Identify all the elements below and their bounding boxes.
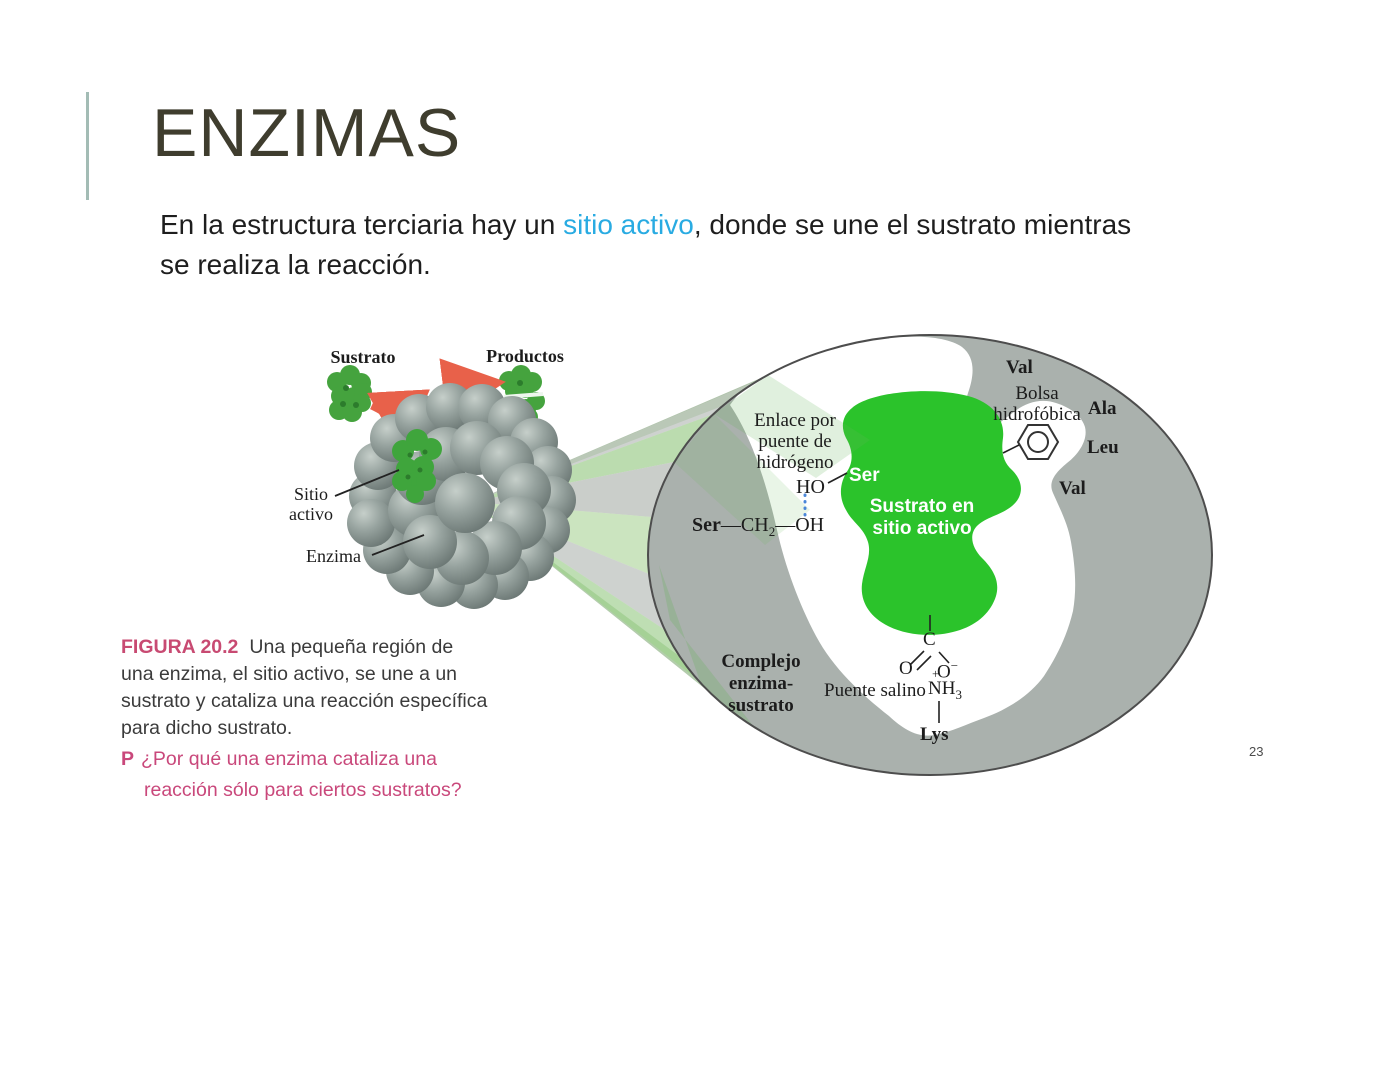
ellipse-border <box>647 334 1213 776</box>
productos-label: Productos <box>486 346 564 366</box>
carbon-label: C <box>923 629 936 650</box>
oxygen-right-label: O− <box>937 658 959 683</box>
substrate-blob <box>327 365 372 422</box>
caption-question-line: P¿Por qué una enzima cataliza una <box>121 748 437 770</box>
oxygen-left-label: O <box>899 658 913 679</box>
ser-active-label: Ser <box>849 465 880 486</box>
title-accent-line <box>86 92 89 200</box>
caption-line: una enzima, el sitio activo, se une a un <box>121 663 458 685</box>
salt-bridge-bonds <box>909 615 950 723</box>
ser-chain-label: Ser—CH2—OH <box>692 514 825 539</box>
green-streak <box>674 414 810 545</box>
figure-number: FIGURA 20.2 <box>121 636 239 658</box>
enzyme-figure-art <box>327 334 1213 776</box>
sitio-activo-pointer-line <box>334 469 400 497</box>
enzyme-cluster <box>347 383 576 609</box>
enzima-label: Enzima <box>306 546 361 566</box>
benzene-connector-line <box>1002 444 1020 454</box>
leu-label: Leu <box>1087 437 1119 458</box>
caption-question-line: reacción sólo para ciertos sustratos? <box>144 779 462 801</box>
puente-salino-label: Puente salino <box>824 680 926 701</box>
substrate-green-blob <box>840 391 1021 635</box>
ho-ser-line <box>827 472 848 484</box>
body-text-post: , donde se une el sustrato mientras se r… <box>160 209 1132 280</box>
body-text-pre: En la estructura terciaria hay un <box>160 209 564 240</box>
val-top-label: Val <box>1006 357 1033 378</box>
amine-label: +NH3 <box>928 666 962 702</box>
magnified-ellipse <box>648 335 1212 775</box>
highlight-sitio-activo: sitio activo <box>563 209 694 240</box>
page-number: 23 <box>1249 744 1264 759</box>
enzima-pointer-line <box>371 534 425 556</box>
ala-label: Ala <box>1088 398 1117 419</box>
body-text: En la estructura terciaria hay un sitio … <box>160 205 1140 285</box>
lys-label: Lys <box>920 724 949 745</box>
question-marker: P <box>121 748 135 770</box>
page-title: ENZIMAS <box>152 95 462 171</box>
benzene-ring-icon <box>1016 424 1060 460</box>
val-right-label: Val <box>1059 478 1086 499</box>
active-site-blob <box>392 429 442 503</box>
ho-label: HO <box>796 476 825 498</box>
green-streak <box>659 565 758 752</box>
sustrato-label: Sustrato <box>330 347 396 367</box>
green-streak <box>714 375 870 478</box>
caption-line: para dicho sustrato. <box>121 717 293 739</box>
caption-line: sustrato y cataliza una reacción específ… <box>121 690 488 712</box>
